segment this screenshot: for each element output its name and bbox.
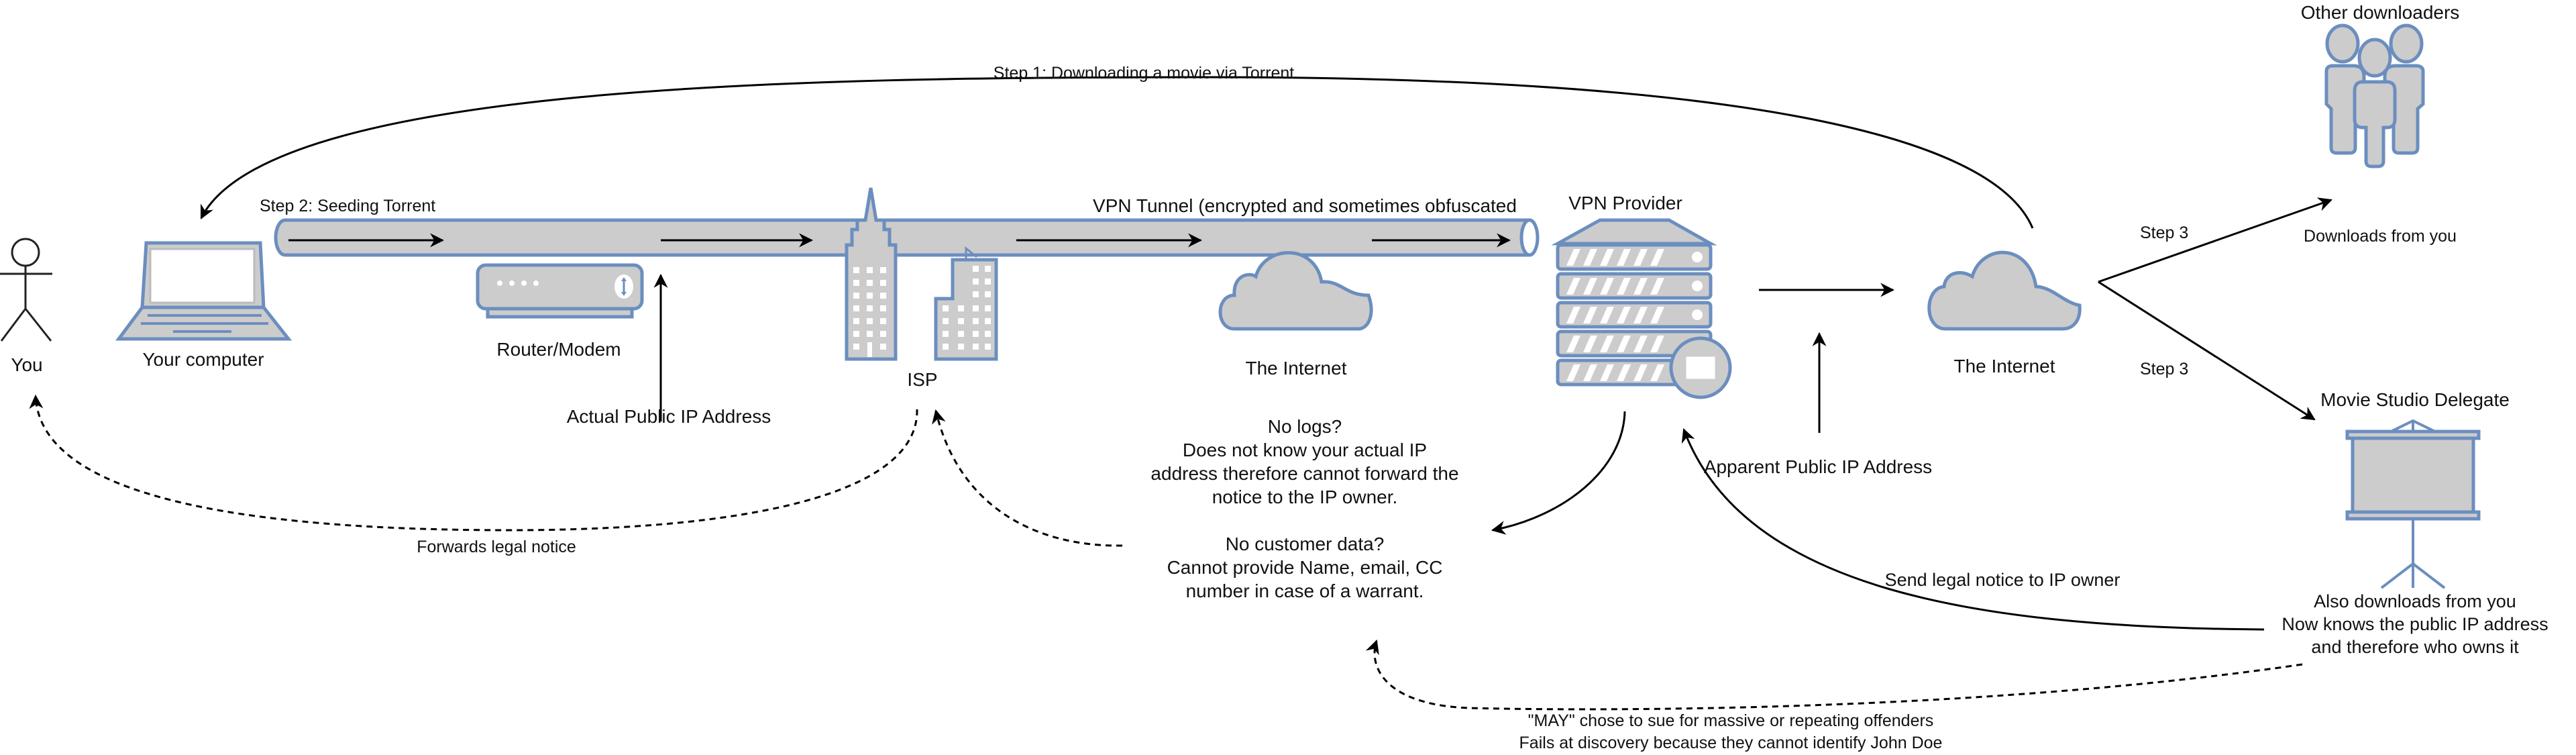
building-windows <box>853 266 991 357</box>
step3-lower-label: Step 3 <box>2140 360 2188 379</box>
send-notice-label: Send legal notice to IP owner <box>1885 570 2121 590</box>
router-icon <box>476 263 644 319</box>
other-downloaders-label: Other downloaders <box>2301 2 2460 23</box>
may-sue-line-1: "MAY" chose to sue for massive or repeat… <box>1528 711 1934 730</box>
may-sue-line-2: Fails at discovery because they cannot i… <box>1519 734 1943 752</box>
svg-text:No logs?: No logs? <box>1268 416 1342 437</box>
step3-upper-arrow <box>2098 197 2332 283</box>
isp-label: ISP <box>907 369 937 390</box>
movie-studio-caption-line-3: and therefore who owns it <box>2311 637 2519 657</box>
office-buildings-icon <box>845 187 998 361</box>
server-rack-icon <box>1551 218 1732 399</box>
cloud-icon <box>1927 250 2082 331</box>
step1-arrow <box>200 76 2034 229</box>
forwards-notice-label: Forwards legal notice <box>417 538 576 556</box>
actual-ip-label: Actual Public IP Address <box>567 406 771 427</box>
movie-studio-label: Movie Studio Delegate <box>2320 389 2510 410</box>
you-label: You <box>11 354 42 375</box>
step3-upper-label: Step 3 <box>2140 223 2188 242</box>
note-to-isp-arrow <box>932 409 1123 547</box>
svg-text:number in case of a warrant.: number in case of a warrant. <box>1186 581 1424 601</box>
computer-label: Your computer <box>142 349 264 370</box>
internet-2-label: The Internet <box>1954 356 2055 376</box>
svg-text:address therefore cannot forwa: address therefore cannot forward the <box>1150 463 1458 484</box>
step3-lower-arrow <box>2098 281 2316 421</box>
vpn-tunnel-label: VPN Tunnel (encrypted and sometimes obfu… <box>1093 195 1517 216</box>
send-notice-arrow <box>1681 428 2265 631</box>
may-sue-arrow <box>1365 640 2303 711</box>
users-group-icon <box>2324 23 2425 168</box>
forwards-notice-arrow <box>29 394 918 532</box>
stick-figure-icon <box>0 238 52 342</box>
downloads-from-you-caption: Downloads from you <box>2304 227 2457 246</box>
svg-text:notice to the IP owner.: notice to the IP owner. <box>1212 487 1398 507</box>
projector-screen-icon <box>2345 419 2481 589</box>
svg-text:No customer data?: No customer data? <box>1226 534 1385 554</box>
seeding-label: Step 2: Seeding Torrent <box>260 197 435 215</box>
vpn-tunnel-pipe <box>274 218 1540 257</box>
movie-studio-caption-line-2: Now knows the public IP address <box>2282 614 2548 634</box>
movie-studio-caption-line-1: Also downloads from you <box>2314 591 2516 611</box>
laptop-icon <box>115 241 292 341</box>
apparent-ip-label: Apparent Public IP Address <box>1704 456 1932 477</box>
vpn-provider-label: VPN Provider <box>1568 193 1682 213</box>
vpn-note: No logs? Does not know your actual IP ad… <box>1150 416 1458 601</box>
svg-text:Does not know your actual IP: Does not know your actual IP <box>1183 440 1427 460</box>
svg-text:Cannot provide Name, email, CC: Cannot provide Name, email, CC <box>1167 557 1443 578</box>
router-label: Router/Modem <box>496 339 621 360</box>
vpn-to-note-arrow <box>1491 411 1626 535</box>
step1-label: Step 1: Downloading a movie via Torrent <box>994 64 1294 83</box>
internet-1-label: The Internet <box>1246 358 1347 379</box>
cloud-icon <box>1218 251 1373 331</box>
